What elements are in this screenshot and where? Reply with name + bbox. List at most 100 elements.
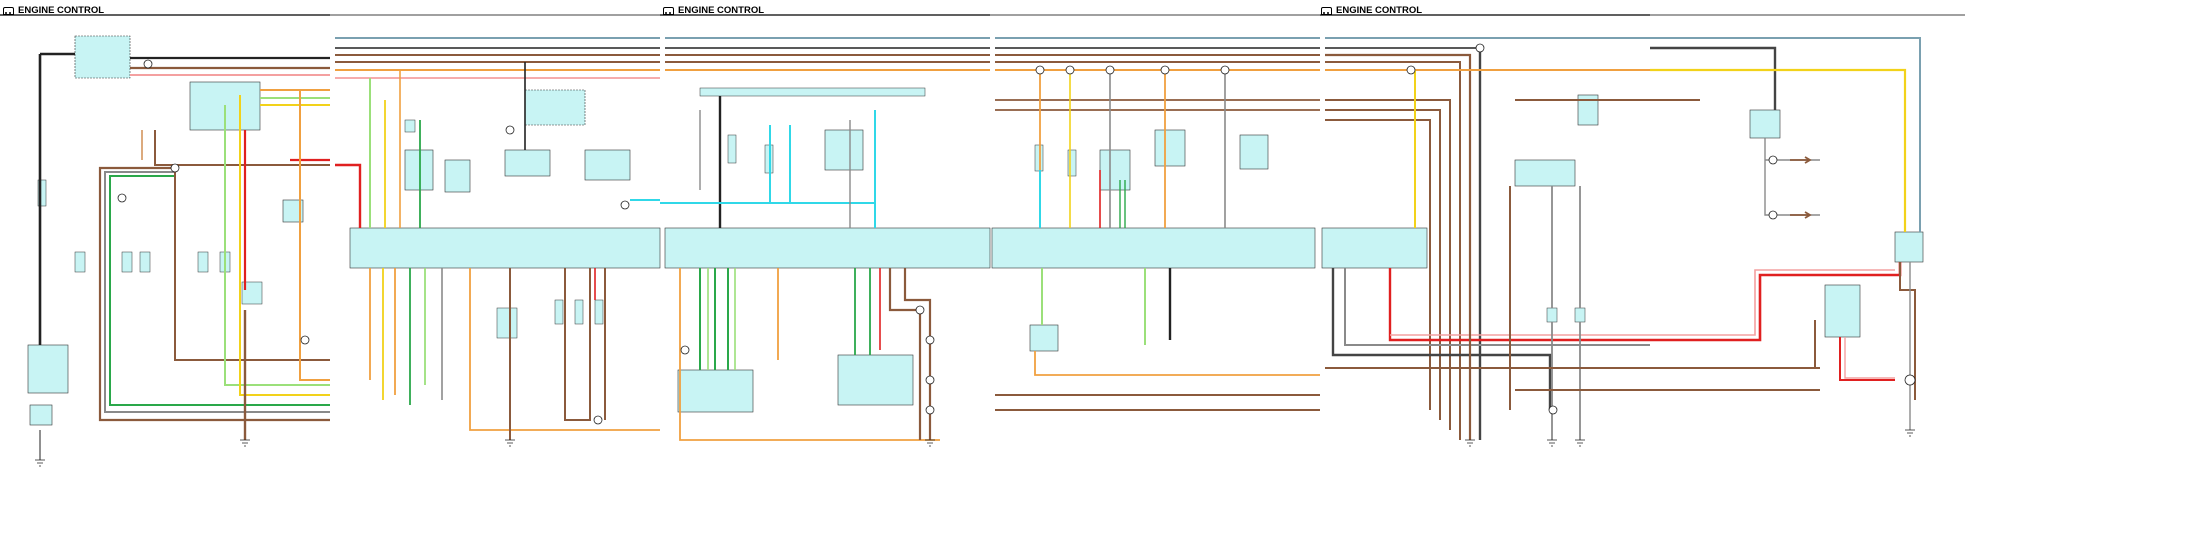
resistor-a	[554, 299, 564, 325]
efi-relay	[241, 281, 263, 305]
wire-orange	[1034, 351, 1320, 376]
header-title: ENGINE CONTROL	[18, 4, 105, 16]
resistor-b	[574, 299, 584, 325]
splice	[170, 163, 180, 173]
wire-green	[109, 175, 330, 406]
junction-connector-b	[1574, 307, 1586, 323]
panel-5	[1321, 37, 1650, 447]
splice	[620, 200, 630, 210]
header-title: ENGINE CONTROL	[1336, 4, 1423, 16]
panel-6	[1650, 37, 1924, 437]
ignition-coil	[524, 89, 586, 126]
splice	[1475, 43, 1485, 53]
wire-orange	[369, 268, 660, 431]
splice	[300, 335, 310, 345]
wire-pink	[1844, 337, 1895, 379]
wire-brown	[509, 268, 606, 440]
wire-orange	[299, 90, 330, 381]
splice	[915, 305, 925, 315]
engine-icon	[662, 5, 674, 15]
wire-gray	[699, 110, 851, 228]
splice	[1406, 65, 1416, 75]
wire-brown	[995, 99, 1320, 111]
wire-brown	[1325, 61, 1461, 440]
header-title: ENGINE CONTROL	[678, 4, 765, 16]
splice	[925, 405, 935, 415]
ground-symbol	[1905, 429, 1915, 437]
sensor-box-2	[404, 149, 434, 191]
wire-light-green	[707, 268, 736, 370]
resistor-sensor	[727, 134, 737, 164]
wire-orange	[1039, 70, 1166, 228]
wire-gray	[1551, 186, 1581, 440]
ecm-connector-strip	[991, 227, 1316, 269]
splice	[143, 59, 153, 69]
wire-orange	[679, 268, 940, 441]
panel-1	[27, 35, 330, 467]
wire-red	[1839, 337, 1895, 381]
ecm-connector-strip	[664, 227, 991, 269]
wire-gray	[1650, 37, 1921, 232]
relay-a	[74, 251, 86, 273]
data-link-connector-3	[1514, 159, 1576, 187]
wire-black	[38, 52, 75, 345]
ecm-connector-strip	[1321, 227, 1428, 269]
ground-symbol	[240, 439, 250, 447]
wire-red	[335, 163, 362, 228]
ground-symbol	[1465, 439, 1475, 447]
resistor-main	[37, 179, 47, 207]
mass-air-flow-meter	[837, 354, 914, 406]
fuse-block-5	[1577, 94, 1599, 126]
wire-light-green	[1041, 268, 1146, 345]
ground-symbol	[1575, 439, 1585, 447]
wire-red	[1650, 262, 1902, 342]
distributor	[584, 149, 631, 181]
junction-connector-small	[404, 119, 416, 133]
wire-green	[699, 268, 729, 370]
wire-brown	[1325, 99, 1650, 369]
injector-module-2	[1154, 129, 1186, 167]
injector-box	[824, 129, 864, 171]
splice	[1105, 65, 1115, 75]
splice	[1548, 405, 1558, 415]
wire-green	[854, 268, 871, 355]
junction-connector-bar	[699, 87, 926, 97]
wire-brown	[98, 166, 330, 422]
splice	[1220, 65, 1230, 75]
sensor-box	[444, 159, 471, 193]
resistor-4a	[1034, 144, 1044, 172]
splice	[505, 125, 515, 135]
throttle-position-sensor	[677, 369, 754, 413]
splice	[925, 335, 935, 345]
wire-yellow	[1650, 68, 1907, 232]
injector-module-3	[1239, 134, 1269, 170]
wire-red	[243, 130, 330, 290]
fusible-link	[29, 404, 53, 426]
header-engine-control-3: ENGINE CONTROL	[1320, 2, 1422, 18]
splice	[1065, 65, 1075, 75]
ground-symbol	[35, 459, 45, 467]
wire-black	[1331, 268, 1552, 410]
igniter	[504, 149, 551, 177]
wire-gray	[1764, 138, 1820, 216]
panel-2	[335, 37, 661, 447]
resistor-c	[594, 299, 604, 325]
arrow-to-starter	[1790, 156, 1812, 164]
battery-area	[27, 344, 69, 394]
junction-connector-a	[1546, 307, 1558, 323]
splice	[1768, 210, 1778, 220]
ground-symbol	[505, 439, 515, 447]
fuel-pump-relay	[1824, 284, 1861, 338]
wire-brown	[174, 168, 330, 361]
splice	[925, 375, 935, 385]
splice	[1160, 65, 1170, 75]
data-link-connector	[1029, 324, 1059, 352]
junction-box-small	[282, 199, 304, 223]
wire-gray	[104, 171, 330, 413]
panel-4	[991, 37, 1320, 411]
relay-c	[139, 251, 151, 273]
splice	[1768, 155, 1778, 165]
wire-brown	[1325, 99, 1451, 430]
wire-gray	[1109, 70, 1226, 228]
